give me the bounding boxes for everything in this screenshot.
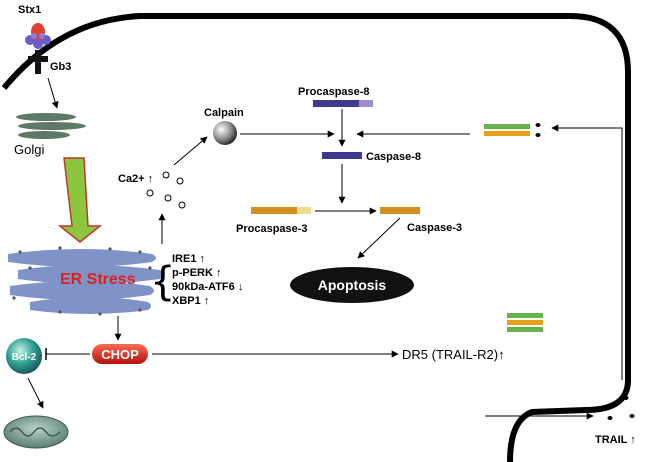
- chop-pill: [92, 344, 148, 364]
- gb3-receptor-icon: [28, 50, 48, 74]
- stx1-label: Stx1: [18, 4, 41, 16]
- bcl2-label: Bcl-2: [12, 352, 37, 363]
- ire1-label: IRE1 ↑: [172, 253, 205, 265]
- arrow-gb3-to-golgi: [47, 77, 59, 109]
- arrow-caspase3-to-apoptosis: [357, 217, 401, 259]
- calpain-label: Calpain: [204, 107, 244, 119]
- mitochondrion-icon: [3, 415, 69, 449]
- er-stress-label: ER Stress: [60, 271, 136, 288]
- chop-label: CHOP: [101, 347, 139, 362]
- golgi-icon: [16, 113, 86, 139]
- procaspase3-bar: [251, 207, 297, 214]
- upr-brace: {: [150, 259, 175, 305]
- xbp1-label: XBP1 ↑: [172, 295, 209, 307]
- dr5-label: DR5 (TRAIL-R2)↑: [402, 347, 505, 362]
- procaspase8-prodomain-bar: [359, 100, 373, 107]
- er-icon: [8, 246, 163, 316]
- caspase3-label: Caspase-3: [407, 222, 462, 234]
- procaspase8-bar: [313, 100, 359, 107]
- gb3-label: Gb3: [50, 61, 71, 73]
- trail-label: TRAIL ↑: [595, 434, 636, 446]
- caspase8-bar: [322, 152, 362, 159]
- procaspase8-label: Procaspase-8: [298, 86, 370, 98]
- dr5-receptor-top-icon: [484, 123, 541, 137]
- arrow-trail-to-receptor: [551, 124, 623, 380]
- arrow-bcl2-to-mito: [27, 377, 44, 409]
- calpain-icon: [213, 121, 237, 145]
- apoptosis-label: Apoptosis: [318, 277, 387, 293]
- pperk-label: p-PERK ↑: [172, 267, 222, 279]
- ca2-label: Ca2+ ↑: [118, 173, 153, 185]
- golgi-label: Golgi: [14, 142, 44, 157]
- atf6-label: 90kDa-ATF6 ↓: [172, 281, 243, 293]
- procaspase3-label: Procaspase-3: [236, 223, 308, 235]
- procaspase3-prodomain-bar: [297, 207, 311, 214]
- arrow-ca-to-calpain: [173, 136, 208, 166]
- golgi-to-er-arrow: [57, 157, 103, 243]
- cell-membrane: [1, 13, 631, 462]
- caspase3-bar: [380, 207, 420, 214]
- dr5-receptor-mid-icon: [507, 313, 543, 332]
- stx1-toxin-icon: [25, 23, 51, 49]
- apoptosis-oval: [290, 267, 414, 303]
- caspase8-label: Caspase-8: [366, 151, 421, 163]
- bcl2-icon: [6, 338, 42, 374]
- trail-ligand-icon: [607, 396, 635, 420]
- calcium-ions-icon: [146, 171, 186, 209]
